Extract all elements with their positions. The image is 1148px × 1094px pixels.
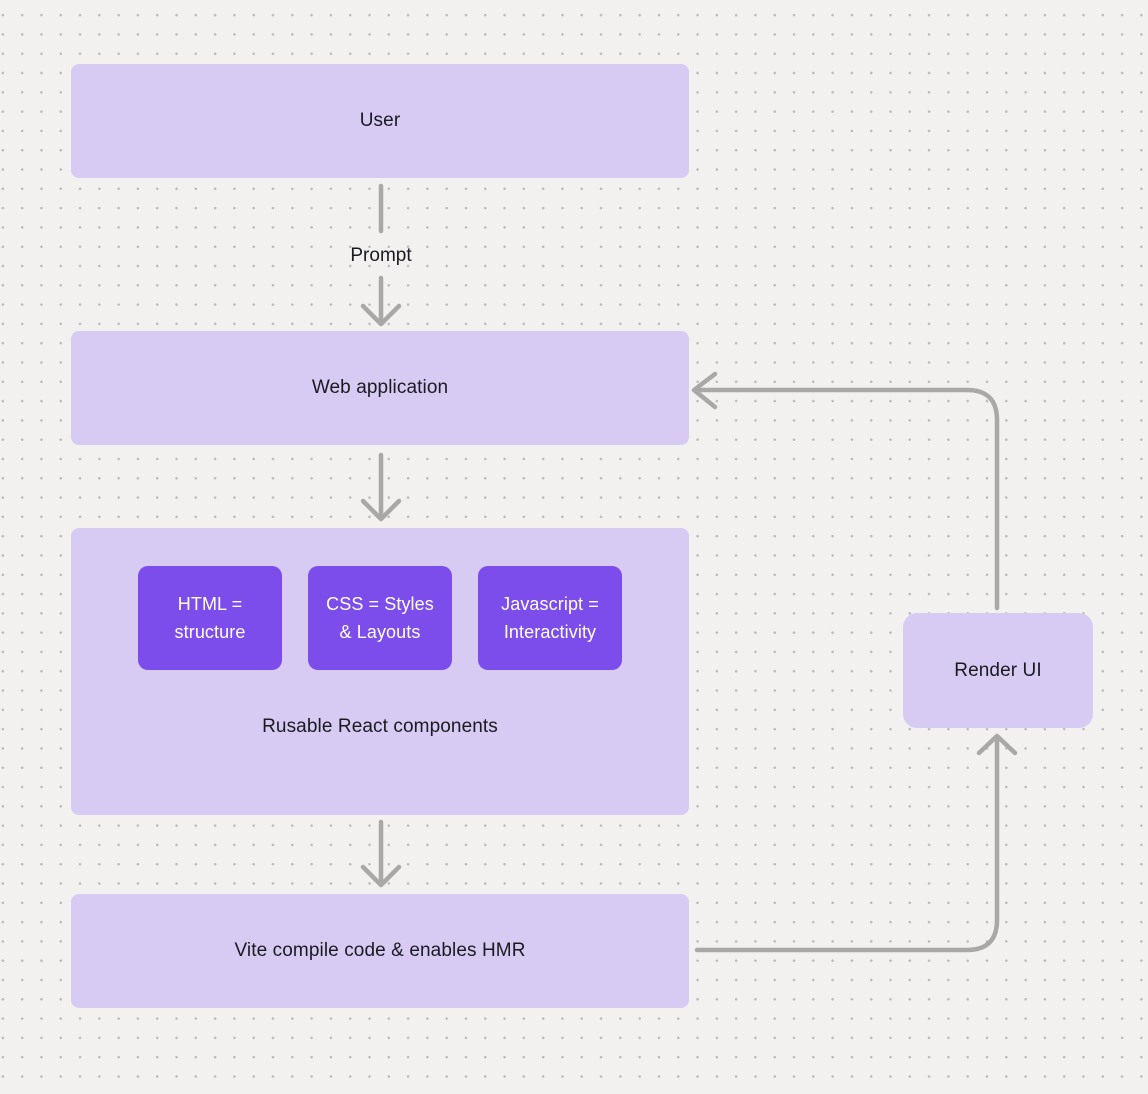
arrowhead-down-into-vite (360, 864, 402, 888)
edge-renderui-webapp (696, 387, 1000, 611)
chip-html[interactable]: HTML = structure (138, 566, 282, 670)
node-components-group[interactable]: HTML = structure CSS = Styles & Layouts … (71, 528, 689, 815)
chip-javascript-line1: Javascript = (501, 594, 599, 614)
chip-css-line2: & Layouts (339, 622, 421, 642)
arrowhead-down-into-webapp (360, 303, 402, 327)
chip-html-line1: HTML = (177, 594, 243, 614)
node-vite[interactable]: Vite compile code & enables HMR (71, 894, 689, 1008)
node-render-ui[interactable]: Render UI (903, 613, 1093, 728)
node-user[interactable]: User (71, 64, 689, 178)
chip-css-line1: CSS = Styles (326, 594, 434, 614)
node-web-application[interactable]: Web application (71, 331, 689, 445)
components-group-caption: Rusable React components (262, 716, 498, 737)
arrowhead-left-into-webapp (691, 371, 718, 410)
node-render-ui-label: Render UI (954, 659, 1042, 681)
node-web-application-label: Web application (311, 377, 449, 398)
edge-label-prompt: Prompt (350, 245, 412, 266)
chip-javascript[interactable]: Javascript = Interactivity (478, 566, 622, 670)
arrowhead-up-into-renderui (976, 733, 1018, 756)
chip-javascript-line2: Interactivity (503, 622, 597, 642)
chip-css[interactable]: CSS = Styles & Layouts (308, 566, 452, 670)
arrowhead-down-into-components (360, 498, 402, 522)
edge-vite-renderui (694, 737, 1000, 953)
node-user-label: User (359, 110, 401, 131)
chip-html-line2: structure (174, 622, 246, 642)
node-vite-label: Vite compile code & enables HMR (234, 940, 526, 961)
